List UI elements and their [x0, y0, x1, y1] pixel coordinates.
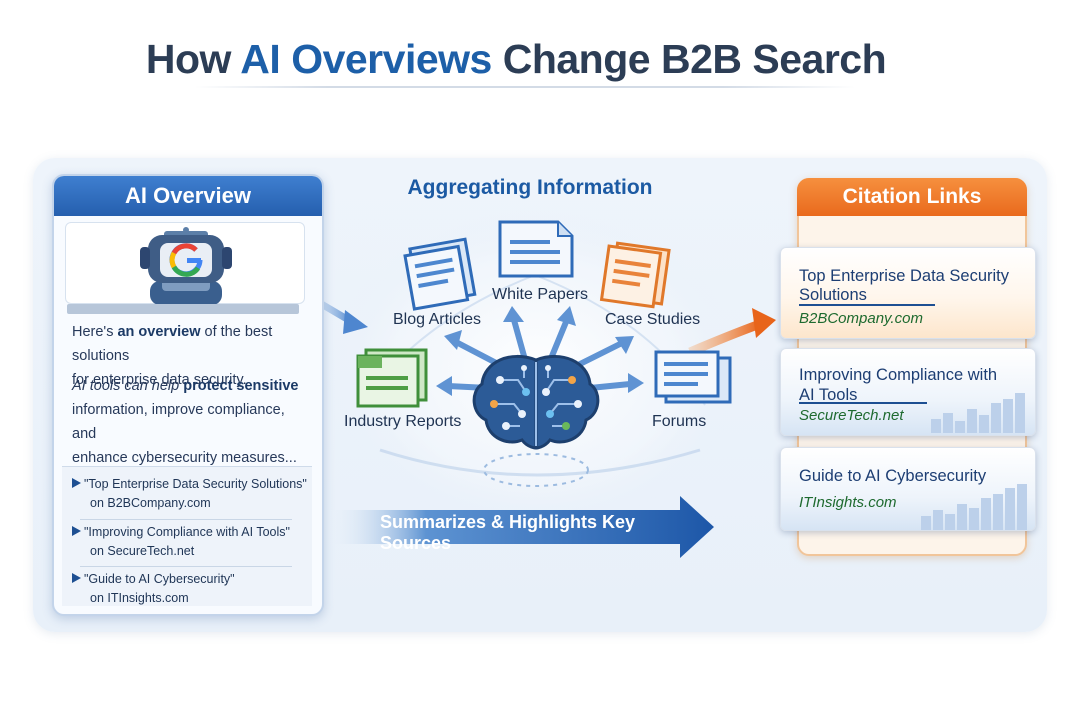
center-to-citations-arrow — [688, 308, 776, 357]
citation-card-url[interactable]: B2BCompany.com — [799, 310, 923, 327]
overview-source-list: "Top Enterprise Data Security Solutions"… — [62, 466, 312, 606]
citation-card-chart-decoration — [931, 393, 1025, 433]
robot-stage — [67, 304, 299, 314]
citation-card-title-line2: AI Tools — [799, 386, 858, 404]
source-divider — [80, 519, 292, 520]
overview-p1-line1: Here's an overview of the best solutions — [72, 320, 312, 368]
overview-p1-c: of the best solutions — [72, 324, 273, 364]
overview-paragraph-1: Here's an overview of the best solutions… — [72, 320, 312, 392]
summary-banner-arrow — [330, 496, 714, 558]
ai-overview-panel: AI Overview Here's an overview of the be… — [52, 174, 324, 616]
overview-p2-c: information, improve compliance, and — [72, 402, 285, 442]
node-label-case-studies: Case Studies — [605, 311, 701, 328]
title-post: Change B2B Search — [491, 36, 887, 82]
brain-base-ring — [483, 453, 589, 487]
node-label-industry-reports: Industry Reports — [344, 413, 462, 430]
overview-p2-d: enhance cybersecurity measures... — [72, 450, 297, 466]
source-item[interactable]: "Improving Compliance with AI Tools" on … — [72, 523, 312, 561]
citation-card-underline — [799, 402, 927, 404]
node-label-forums: Forums — [652, 413, 707, 430]
overview-p2-b: protect sensitive — [183, 378, 299, 394]
triangle-bullet-icon — [72, 526, 81, 536]
citation-card[interactable]: Top Enterprise Data Security Solutions B… — [780, 247, 1036, 339]
source-item[interactable]: "Guide to AI Cybersecurity" on ITInsight… — [72, 570, 312, 608]
ai-overview-header: AI Overview — [54, 176, 322, 216]
overview-p2-line1: AI tools can help protect sensitive — [72, 374, 312, 398]
lower-swoosh — [379, 448, 701, 477]
overview-p1-a: Here's — [72, 324, 118, 340]
node-label-white-papers: White Papers — [492, 286, 589, 303]
source-divider — [80, 566, 292, 567]
robot-frame — [65, 222, 305, 305]
overview-p2-a: AI tools can help — [72, 378, 184, 394]
title-underline — [195, 86, 855, 88]
radiating-arrowheads — [436, 306, 644, 396]
robot-icon — [140, 227, 232, 305]
triangle-bullet-icon — [72, 573, 81, 583]
overview-p1-d: for enterprise data security. — [72, 372, 247, 388]
citation-card-url[interactable]: ITInsights.com — [799, 494, 897, 511]
source-title: "Top Enterprise Data Security Solutions" — [84, 477, 307, 491]
node-label-blog-articles: Blog Articles — [393, 311, 482, 328]
citation-card-title-line1: Improving Compliance with — [799, 366, 998, 384]
title-accent: AI Overviews — [240, 36, 492, 82]
overview-p1-b: an overview — [117, 324, 201, 340]
summary-banner-label: Summarizes & Highlights Key Sources — [380, 512, 636, 553]
title-pre: How — [145, 36, 241, 82]
source-site: on SecureTech.net — [90, 544, 195, 558]
aggregating-title: Aggregating Information — [407, 176, 653, 199]
citation-card-title-line1: Top Enterprise Data Security — [799, 267, 1010, 285]
page-title: How AI Overviews Change B2B Search — [0, 36, 1032, 83]
citation-card-chart-decoration — [921, 484, 1027, 530]
citation-card-underline — [799, 304, 935, 306]
source-item[interactable]: "Top Enterprise Data Security Solutions"… — [72, 475, 312, 513]
citation-card[interactable]: Improving Compliance with AI Tools Secur… — [780, 348, 1036, 436]
source-site: on ITInsights.com — [90, 591, 189, 605]
source-site: on B2BCompany.com — [90, 496, 211, 510]
citation-card[interactable]: Guide to AI Cybersecurity ITInsights.com — [780, 447, 1036, 531]
overview-paragraph-2: AI tools can help protect sensitive info… — [72, 374, 312, 470]
citation-card-title-line2: Solutions — [799, 286, 867, 304]
triangle-bullet-icon — [72, 478, 81, 488]
citation-card-title-line1: Guide to AI Cybersecurity — [799, 467, 987, 485]
citation-header: Citation Links — [797, 178, 1027, 216]
source-title: "Guide to AI Cybersecurity" — [84, 572, 235, 586]
source-title: "Improving Compliance with AI Tools" — [84, 525, 290, 539]
citation-card-url[interactable]: SecureTech.net — [799, 407, 904, 424]
